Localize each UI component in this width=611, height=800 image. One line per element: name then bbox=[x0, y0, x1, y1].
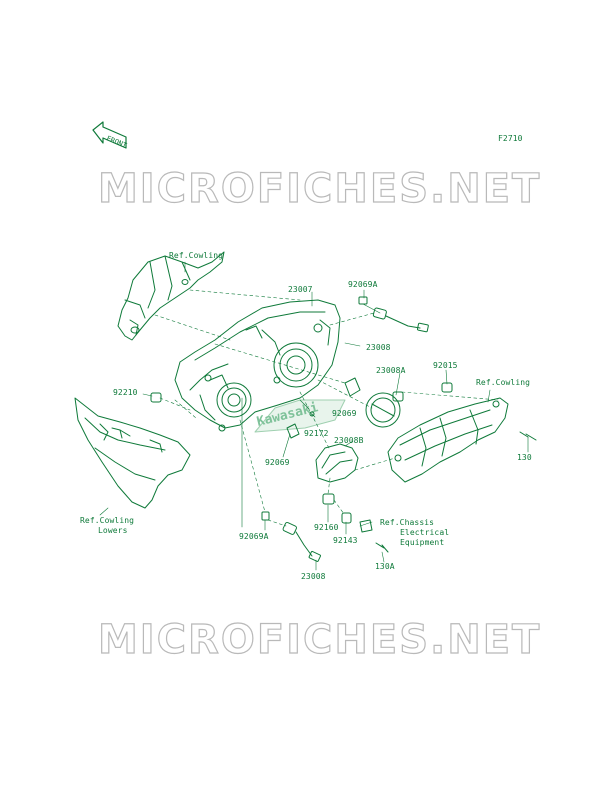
bolt-130a-part bbox=[375, 542, 389, 553]
grommet-92160-part bbox=[322, 493, 335, 505]
label-23008a[interactable]: 23008A bbox=[376, 366, 406, 375]
label-23008b[interactable]: 23008B bbox=[334, 436, 364, 445]
label-23008-top[interactable]: 23008 bbox=[366, 343, 391, 352]
label-ref-chassis-line2: Electrical bbox=[400, 528, 450, 537]
grommet-92210-part bbox=[150, 392, 162, 403]
watermark-top: MICROFICHES.NET bbox=[97, 165, 542, 212]
bulb-socket-23008-top-part bbox=[358, 296, 429, 333]
label-92069-low[interactable]: 92069 bbox=[265, 458, 290, 467]
headlight-assembly-part bbox=[174, 299, 341, 432]
label-92069-mid[interactable]: 92069 bbox=[332, 409, 357, 418]
label-23008-bottom[interactable]: 23008 bbox=[301, 572, 326, 581]
leader-lines bbox=[99, 261, 529, 571]
lower-cowling-part bbox=[74, 397, 191, 509]
label-92160[interactable]: 92160 bbox=[314, 523, 339, 532]
screw-92172-part bbox=[309, 411, 315, 417]
label-ref-cowling-right[interactable]: Ref.Cowling bbox=[476, 378, 531, 387]
bulb-socket-23008-bottom-part bbox=[282, 521, 321, 562]
kawasaki-logo: Kawasaki bbox=[254, 399, 346, 433]
right-cowling-part bbox=[387, 397, 509, 483]
label-ref-cowling-lowers-line1[interactable]: Ref.Cowling bbox=[80, 516, 135, 525]
label-92069a-bottom[interactable]: 92069A bbox=[239, 532, 269, 541]
label-92172[interactable]: 92172 bbox=[304, 429, 329, 438]
bolt-130-part bbox=[519, 431, 537, 441]
label-130[interactable]: 130 bbox=[517, 453, 532, 462]
upper-cowling-part bbox=[117, 251, 225, 341]
bulb-cover-23008a-part bbox=[344, 377, 404, 428]
diagram-code: F2710 bbox=[498, 134, 523, 143]
label-92210[interactable]: 92210 bbox=[113, 388, 138, 397]
watermark-bottom: MICROFICHES.NET bbox=[97, 616, 542, 663]
label-92015[interactable]: 92015 bbox=[433, 361, 458, 370]
label-92143[interactable]: 92143 bbox=[333, 536, 358, 545]
bracket-part bbox=[359, 519, 373, 533]
front-arrow-icon: FRONT bbox=[92, 121, 129, 150]
label-ref-chassis-line1[interactable]: Ref.Chassis bbox=[380, 518, 435, 527]
label-ref-cowling-lowers-line2: Lowers bbox=[98, 526, 128, 535]
grommet-92015-part bbox=[441, 382, 453, 393]
label-92069a-top[interactable]: 92069A bbox=[348, 280, 378, 289]
label-23007[interactable]: 23007 bbox=[288, 285, 313, 294]
label-ref-chassis-line3: Equipment bbox=[400, 538, 445, 547]
label-130a[interactable]: 130A bbox=[375, 562, 395, 571]
bulb-cover-23008b-part bbox=[315, 443, 359, 483]
clip-92069a-bottom-part bbox=[261, 511, 270, 521]
collar-92143-part bbox=[341, 512, 352, 524]
label-ref-cowling-top[interactable]: Ref.Cowling bbox=[169, 251, 224, 260]
